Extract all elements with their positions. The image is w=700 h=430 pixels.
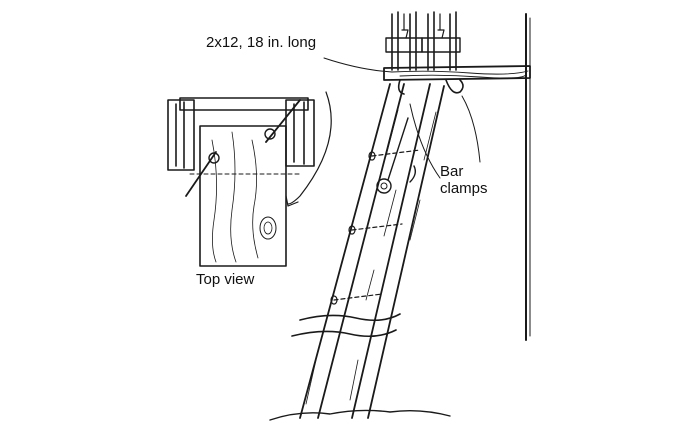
bar-clamps — [385, 11, 464, 95]
top-view-inset — [167, 97, 315, 267]
board-2x12 — [383, 65, 531, 81]
bar-clamps-label-line2: clamps — [440, 180, 488, 197]
wall — [525, 13, 531, 341]
board-label: 2x12, 18 in. long — [206, 34, 317, 51]
top-view-label: Top view — [196, 271, 255, 288]
leader-lines — [285, 57, 481, 207]
bar-clamps-label-line1: Bar — [440, 163, 464, 180]
ladder — [291, 83, 445, 419]
ground — [269, 409, 451, 421]
bar-clamps-label: Bar clamps — [440, 163, 488, 197]
